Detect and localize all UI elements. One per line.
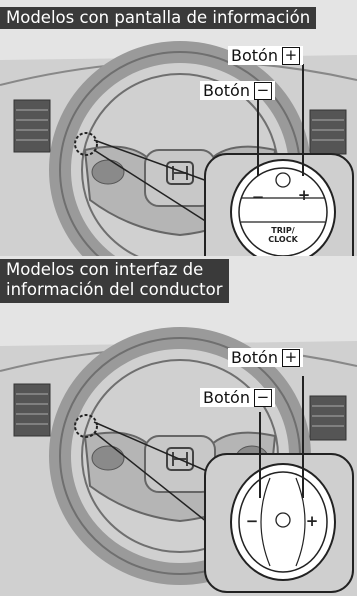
top-illustration: − + TRIP/ CLOCK Modelos con pantalla de … [0,0,357,286]
minus-box-icon: − [253,81,272,100]
trip-clock-label: TRIP/ CLOCK [268,226,298,244]
bottom-minus-label: Botón − [200,388,275,407]
bottom-minus-label-text: Botón [203,388,250,407]
bottom-header: Modelos con interfaz de información del … [0,259,229,303]
top-plus-label: Botón + [228,46,303,65]
bottom-plus-label: Botón + [228,348,303,367]
switch-highlight-circle [74,132,98,156]
top-minus-label: Botón − [200,81,275,100]
plus-box-icon: + [281,348,300,367]
honda-logo-bottom [166,447,194,471]
top-header-text: Modelos con pantalla de información [6,8,311,27]
right-vent [309,109,347,155]
right-vent-bottom [309,395,347,441]
plus-box-icon: + [281,46,300,65]
switch-highlight-circle-bottom [74,414,98,438]
minus-box-icon: − [253,388,272,407]
top-minus-glyph[interactable]: − [251,188,265,206]
top-plus-label-text: Botón [231,46,278,65]
bottom-plus-label-text: Botón [231,348,278,367]
top-header: Modelos con pantalla de información [0,7,317,29]
bottom-plus-glyph[interactable]: + [305,512,319,530]
bottom-minus-glyph[interactable]: − [245,512,259,530]
top-plus-glyph[interactable]: + [297,186,311,204]
left-vent-bottom [13,383,51,437]
steering-wheel-illustration-bottom [0,256,357,596]
top-minus-label-text: Botón [203,81,250,100]
left-vent [13,99,51,153]
bottom-illustration: − + Modelos con interfaz de información … [0,256,357,596]
bottom-header-line2: información del conductor [6,280,223,299]
bottom-header-line1: Modelos con interfaz de [6,260,204,279]
